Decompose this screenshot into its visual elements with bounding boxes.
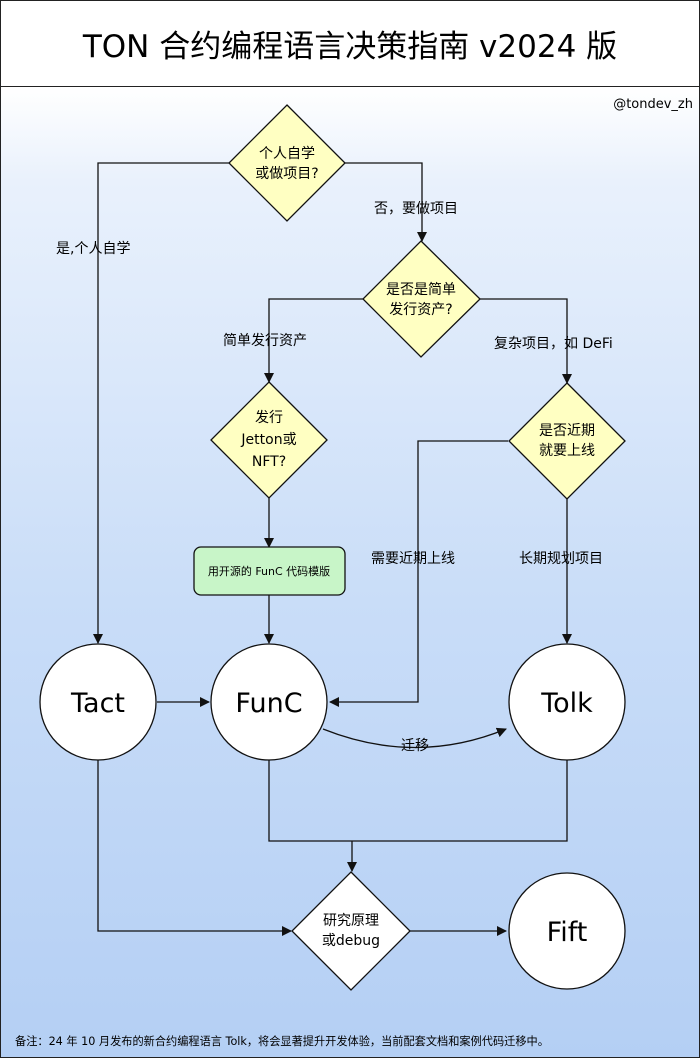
language-fift-label: Fift bbox=[547, 917, 588, 948]
edge-launch-to-func bbox=[329, 440, 508, 707]
edge-func-tolk-merge bbox=[268, 760, 568, 842]
decision-simple-asset-line2: 发行资产? bbox=[389, 302, 452, 318]
decision-self-learn bbox=[228, 104, 346, 222]
edge-func-to-tolk bbox=[322, 727, 507, 749]
edge-label-long-term: 长期规划项目 bbox=[519, 551, 603, 567]
language-tact bbox=[39, 643, 157, 761]
decision-research bbox=[291, 871, 411, 991]
decision-simple-asset bbox=[362, 240, 481, 358]
edge-self-to-asset bbox=[344, 162, 427, 242]
edge-label-no-project: 否，要做项目 bbox=[374, 201, 458, 217]
edge-label-migrate: 迁移 bbox=[401, 738, 429, 754]
decision-research-line2: 或debug bbox=[322, 933, 380, 949]
connectors bbox=[93, 162, 572, 936]
language-func bbox=[210, 643, 328, 761]
language-tolk-label: Tolk bbox=[540, 688, 593, 719]
language-fift bbox=[508, 872, 626, 990]
decision-launch-soon bbox=[508, 382, 626, 500]
edge-asset-to-launch bbox=[480, 298, 572, 384]
edge-self-to-tact bbox=[93, 162, 229, 644]
page-title: TON 合约编程语言决策指南 v2024 版 bbox=[1, 1, 699, 87]
author-handle: @tondev_zh bbox=[613, 97, 693, 112]
language-tolk bbox=[508, 643, 626, 761]
decision-jetton-nft-line1: 发行 bbox=[255, 410, 283, 426]
language-func-label: FunC bbox=[235, 688, 302, 719]
decision-launch-soon-line2: 就要上线 bbox=[539, 443, 595, 459]
language-tact-label: Tact bbox=[70, 688, 125, 719]
decision-launch-soon-line1: 是否近期 bbox=[539, 423, 595, 439]
edge-label-simple-asset: 简单发行资产 bbox=[223, 332, 307, 349]
decision-jetton-nft-line2: Jetton或 bbox=[240, 432, 296, 448]
edge-tact-to-research bbox=[97, 760, 292, 936]
decision-simple-asset-line1: 是否是简单 bbox=[386, 281, 456, 298]
decision-research-line1: 研究原理 bbox=[323, 913, 379, 929]
decision-jetton-nft bbox=[210, 381, 328, 499]
decision-self-learn-line2: 或做项目? bbox=[255, 166, 318, 182]
decision-self-learn-line1: 个人自学 bbox=[259, 146, 315, 162]
decision-jetton-nft-line3: NFT? bbox=[252, 454, 286, 470]
func-template-box bbox=[193, 546, 346, 596]
footnote: 备注：24 年 10 月发布的新合约编程语言 Tolk，将会显著提升开发体验，当… bbox=[15, 1034, 549, 1048]
edge-label-yes-self: 是,个人自学 bbox=[56, 241, 130, 257]
edge-asset-to-jetton bbox=[264, 298, 363, 383]
edge-label-need-soon: 需要近期上线 bbox=[371, 551, 455, 567]
func-template-label: 用开源的 FunC 代码模版 bbox=[208, 564, 330, 578]
edge-label-complex-defi: 复杂项目，如 DeFi bbox=[494, 335, 613, 352]
